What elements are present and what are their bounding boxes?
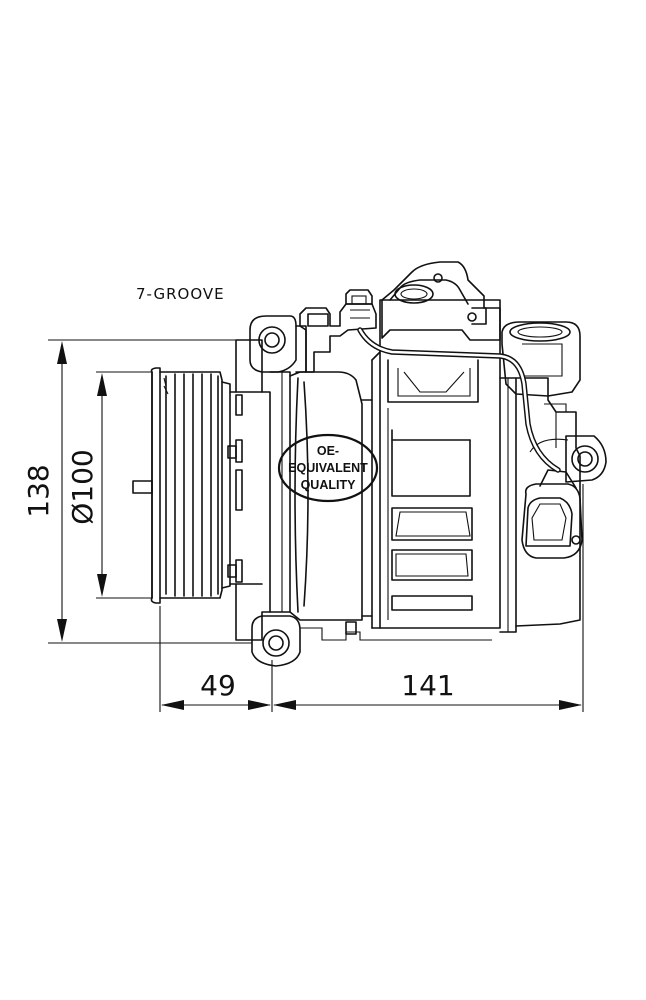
stamp-line-1: OE- (317, 444, 339, 458)
oe-quality-stamp: OE- EQUIVALENT QUALITY (277, 433, 379, 503)
right-fitting (501, 321, 581, 397)
sensor-connector (299, 289, 377, 373)
stamp-line-2: EQUIVALENT (288, 461, 368, 475)
top-port (381, 261, 501, 341)
compressor-body (269, 299, 581, 633)
valve-connector (521, 469, 583, 559)
bottom-mount-ear (251, 615, 492, 667)
wire-harness (357, 327, 561, 473)
pulley (132, 367, 231, 604)
width-dimensions: 49 141 (159, 484, 584, 712)
height-value: 138 (22, 464, 55, 517)
groove-label: 7-GROOVE (136, 285, 225, 303)
stamp-line-3: QUALITY (301, 478, 357, 492)
pulley-diameter-dimension: Ø100 (66, 371, 152, 599)
height-dimension: 138 (22, 339, 252, 644)
clutch-housing (227, 339, 271, 641)
right-mount-ear (565, 435, 607, 483)
body-length-value: 141 (401, 669, 454, 702)
pulley-offset-value: 49 (200, 669, 236, 702)
top-mount-ear (249, 315, 307, 373)
pulley-grooves (159, 371, 223, 599)
pulley-diameter-value: Ø100 (66, 449, 99, 524)
